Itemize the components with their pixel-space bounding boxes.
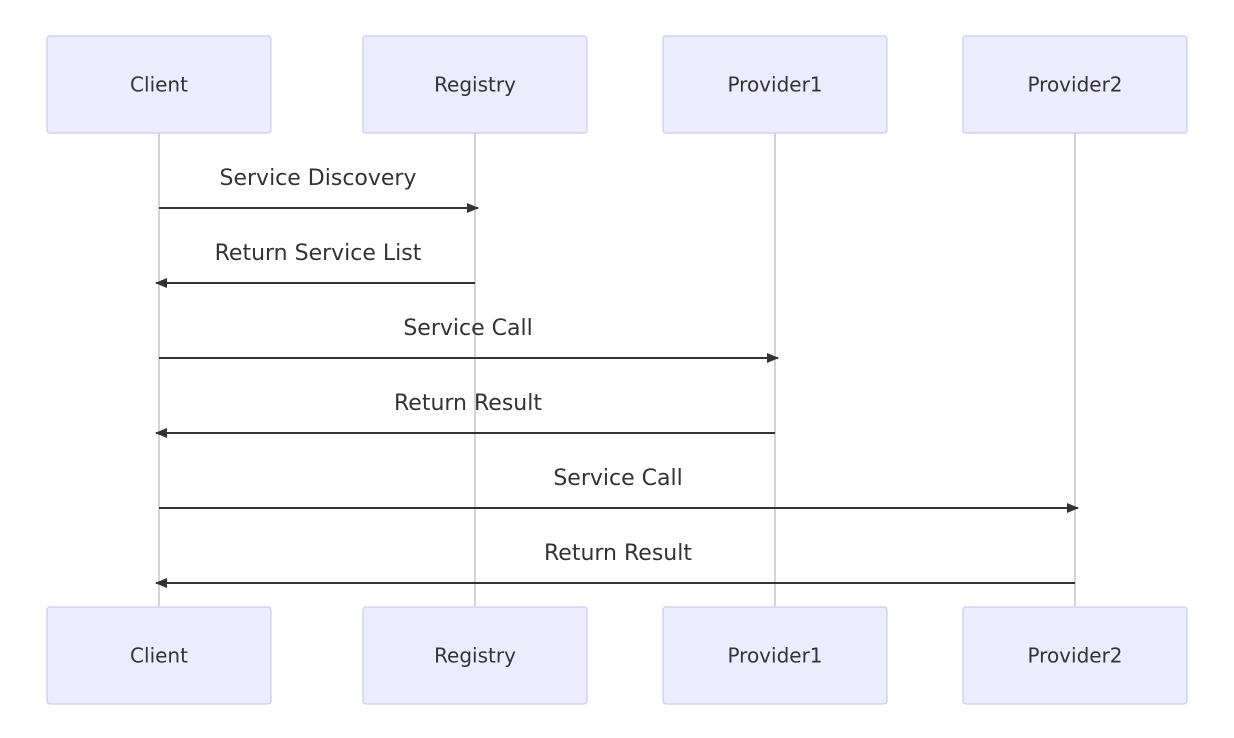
actor-top-provider1: Provider1 — [662, 35, 888, 134]
actor-label: Provider2 — [1027, 73, 1122, 97]
message-label: Service Call — [403, 316, 532, 341]
actor-label: Provider1 — [727, 73, 822, 97]
message-4: Return Result — [155, 391, 775, 438]
actor-bottom-client: Client — [46, 606, 272, 705]
message-5: Service Call — [159, 466, 1079, 513]
message-label: Return Result — [394, 391, 542, 416]
message-1: Service Discovery — [159, 166, 479, 213]
actor-bottom-provider1: Provider1 — [662, 606, 888, 705]
actor-top-client: Client — [46, 35, 272, 134]
actor-label: Client — [130, 644, 188, 668]
actor-bottom-registry: Registry — [362, 606, 588, 705]
message-label: Return Result — [544, 541, 692, 566]
actor-label: Provider2 — [1027, 644, 1122, 668]
message-6: Return Result — [155, 541, 1075, 588]
message-2: Return Service List — [155, 241, 475, 288]
actor-bottom-provider2: Provider2 — [962, 606, 1188, 705]
message-label: Service Call — [553, 466, 682, 491]
actor-label: Registry — [434, 73, 516, 97]
actor-label: Client — [130, 73, 188, 97]
actor-top-provider2: Provider2 — [962, 35, 1188, 134]
message-label: Return Service List — [215, 241, 422, 266]
actor-label: Registry — [434, 644, 516, 668]
actor-label: Provider1 — [727, 644, 822, 668]
message-label: Service Discovery — [220, 166, 417, 191]
message-3: Service Call — [159, 316, 779, 363]
actor-top-registry: Registry — [362, 35, 588, 134]
